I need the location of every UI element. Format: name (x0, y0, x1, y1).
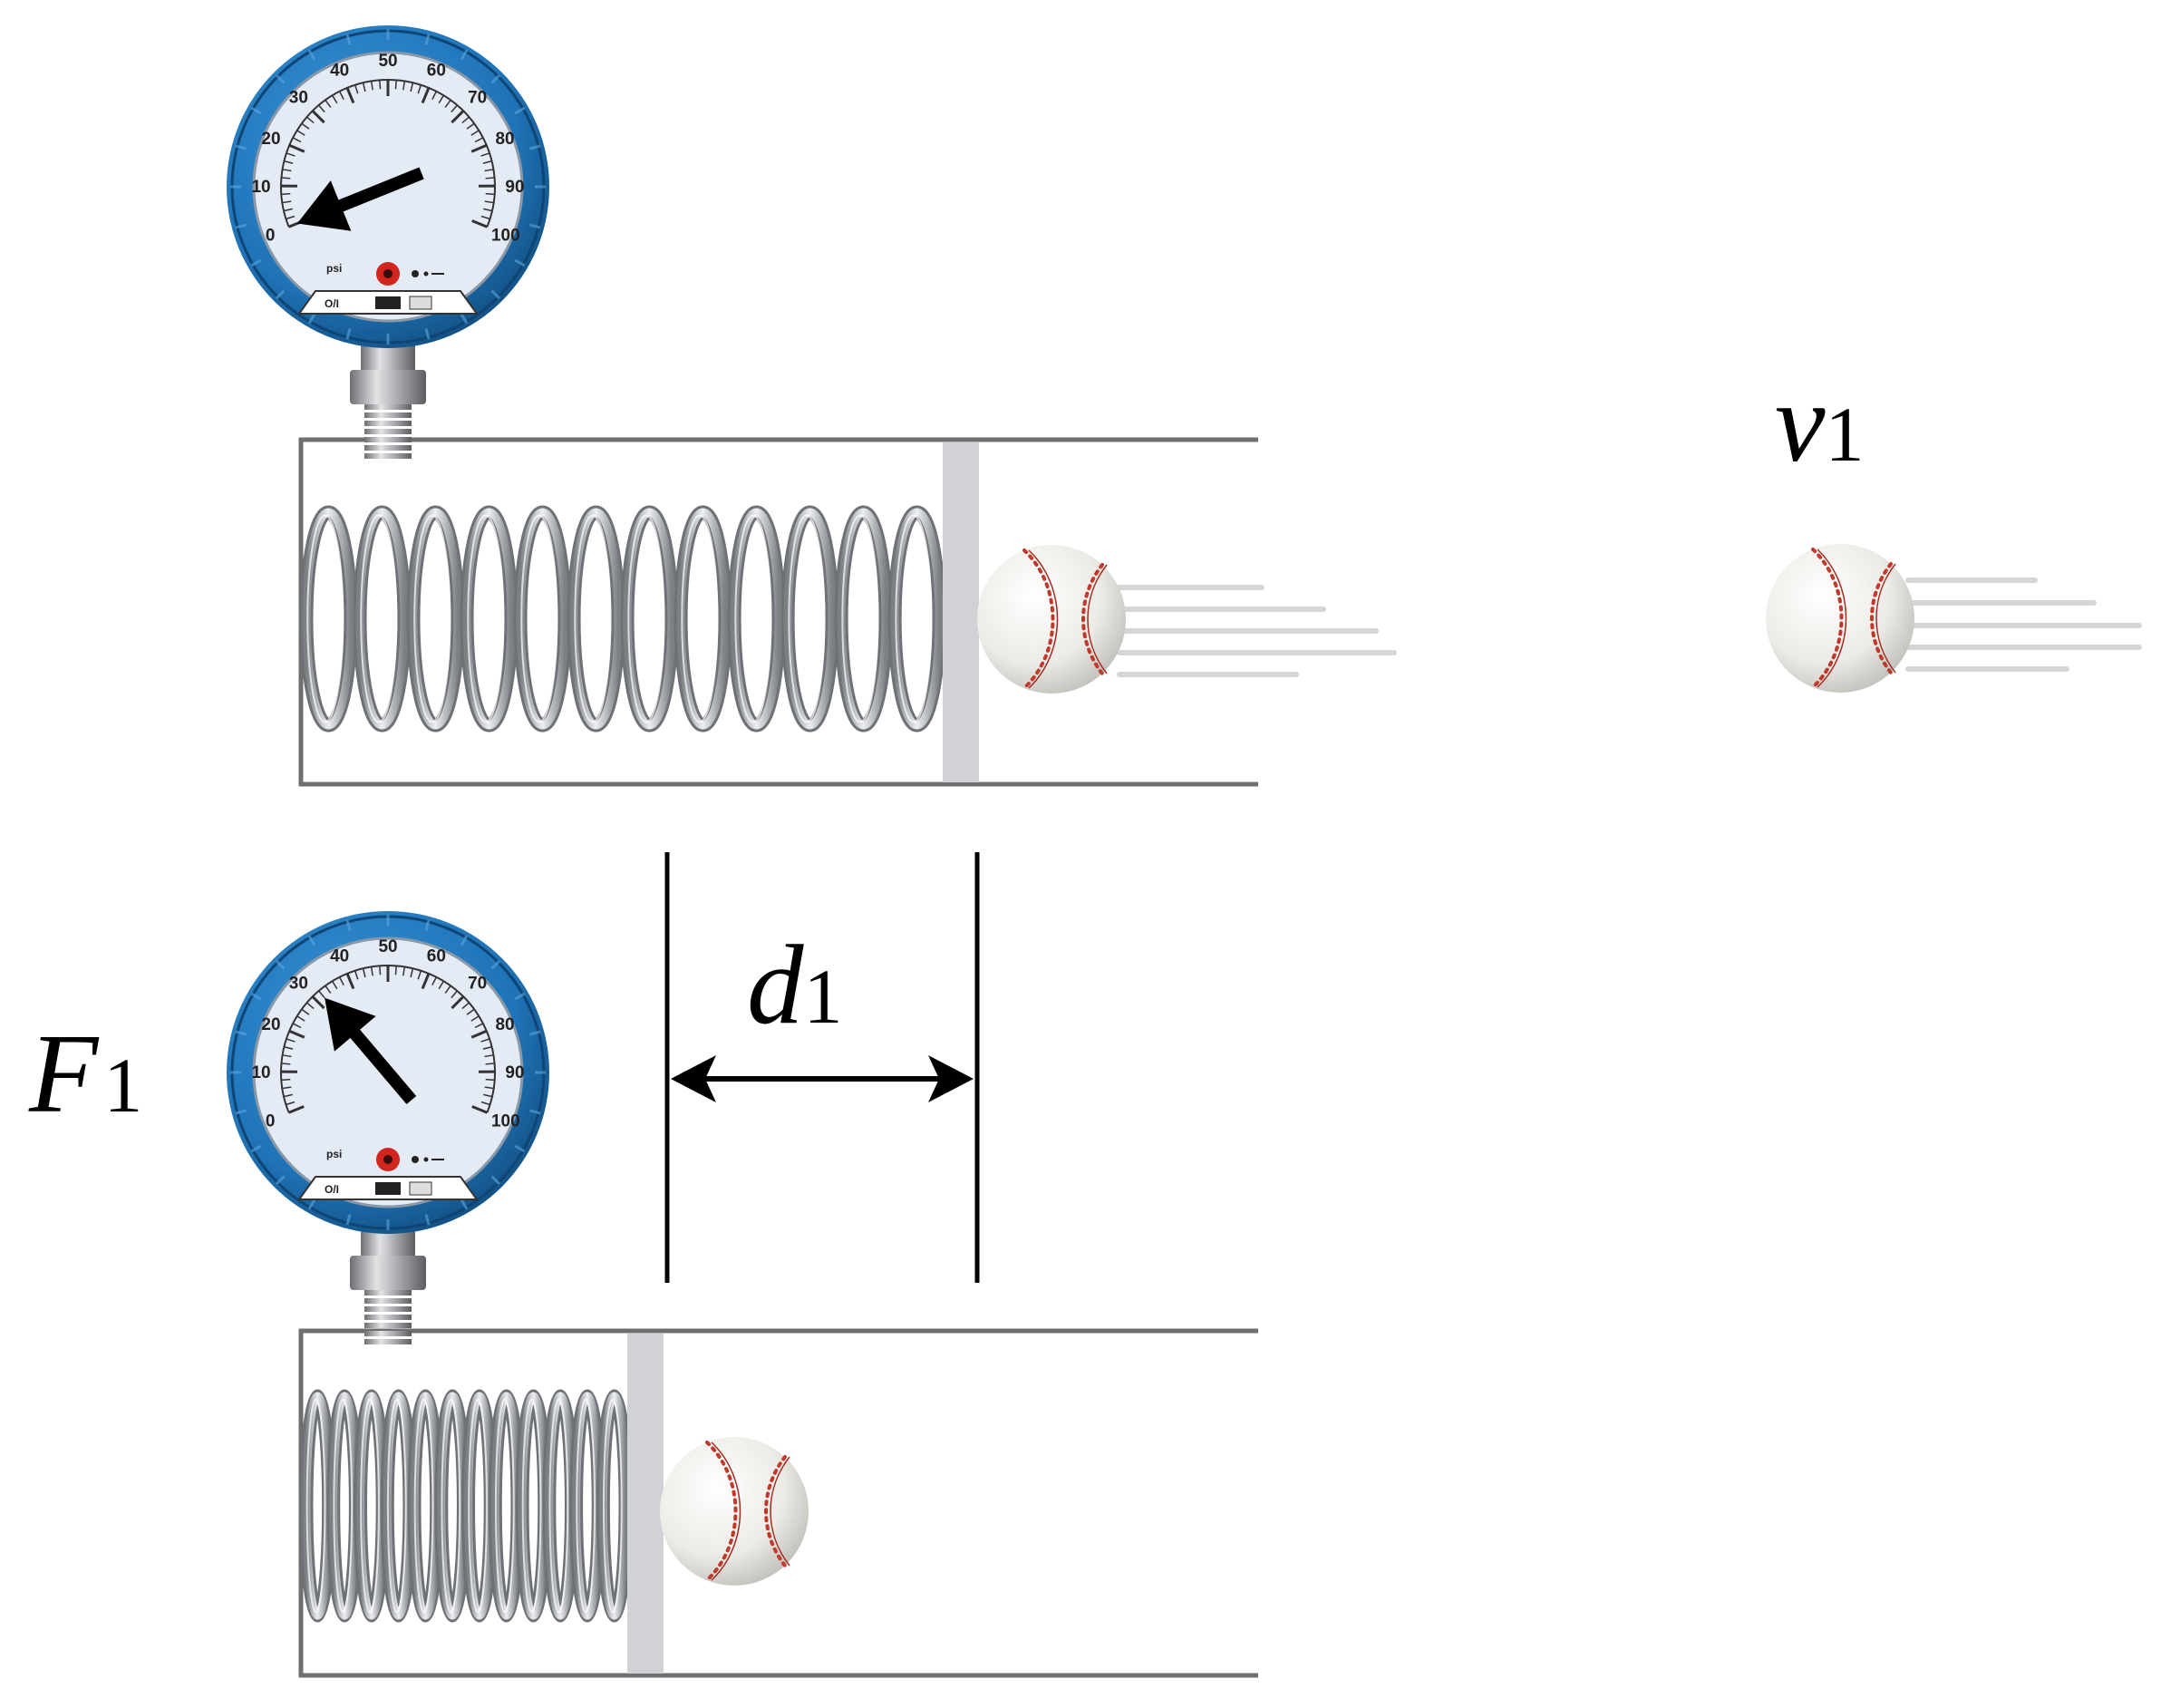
gauge-unit-label: psi (326, 1148, 342, 1160)
gauge-tick-label: 100 (491, 1111, 520, 1131)
gauge-tick-label: 30 (289, 89, 308, 108)
gauge-tick-label: 10 (251, 178, 270, 197)
spring-coil (673, 505, 732, 733)
spring-coil (353, 505, 412, 733)
baseball-icon (1766, 544, 1914, 693)
spring-coil (407, 1389, 444, 1623)
gauge-tick-label: 80 (495, 130, 514, 149)
gauge-needle (296, 167, 424, 231)
gauge-tick-label: 10 (251, 1063, 270, 1082)
bottom-plate (627, 1334, 664, 1674)
spring-coil (887, 505, 946, 733)
gauge-tick-label: 70 (468, 89, 487, 108)
gauge-fitting (350, 1225, 426, 1344)
distance-marker (664, 852, 980, 1283)
baseball-icon (660, 1437, 809, 1586)
velocity-label: v1 (1775, 361, 1864, 486)
gauge-tick-label: 0 (266, 1111, 276, 1131)
gauge-unit-label: psi (326, 262, 342, 275)
spring-icon (299, 1389, 633, 1623)
spring-coil (380, 1389, 417, 1623)
gauge-tick-label: 70 (468, 975, 487, 994)
spring-coil (460, 505, 518, 733)
spring-coil (620, 505, 679, 733)
gauge-tick-label: 40 (330, 62, 349, 81)
gauge-tick-label: 40 (330, 947, 349, 966)
gauge-switch-label: O/I (325, 1183, 339, 1196)
baseball-icon (977, 545, 1126, 694)
gauge-tick-label: 60 (427, 62, 446, 81)
spring-coil (567, 505, 625, 733)
spring-coil (727, 505, 786, 733)
flying-ball-motion-lines (1905, 577, 2142, 672)
spring-coil (406, 505, 465, 733)
spring-coil (569, 1389, 606, 1623)
flying-ball (1766, 544, 2142, 693)
spring-coil (515, 1389, 552, 1623)
spring-coil (542, 1389, 578, 1623)
gauge-tick-label: 90 (505, 178, 524, 197)
spring-coil (596, 1389, 633, 1623)
top-ball-motion-lines (1117, 585, 1397, 677)
spring-coil (434, 1389, 470, 1623)
gauge-tick-label: 50 (378, 52, 397, 71)
spring-coil (834, 505, 893, 733)
spring-coil (488, 1389, 525, 1623)
gauge-tick-label: 20 (261, 130, 280, 149)
bottom-launcher (298, 1328, 1258, 1678)
top-launcher (298, 437, 1397, 787)
double-arrow-icon (671, 1055, 974, 1102)
distance-label: d1 (747, 923, 843, 1048)
gauge-tick-label: 90 (505, 1063, 524, 1082)
spring-icon (299, 505, 946, 733)
gauge-tick-label: 80 (495, 1015, 514, 1034)
spring-coil (299, 1389, 336, 1623)
spring-coil (513, 505, 572, 733)
spring-coil (780, 505, 839, 733)
spring-coil (461, 1389, 498, 1623)
gauge-tick-label: 20 (261, 1015, 280, 1034)
gauge-switch-label: O/I (325, 297, 339, 310)
gauge-tick-label: 60 (427, 947, 446, 966)
spring-coil (299, 505, 358, 733)
top-plate (943, 442, 979, 782)
gauge-tick-label: 30 (289, 975, 308, 994)
spring-coil (354, 1389, 390, 1623)
force-label: F1 (28, 1012, 142, 1137)
gauge-tick-label: 0 (266, 226, 276, 245)
gauge-tick-label: 50 (378, 937, 397, 956)
gauge-tick-label: 100 (491, 226, 520, 245)
spring-coil (326, 1389, 363, 1623)
gauge-needle (325, 997, 417, 1105)
